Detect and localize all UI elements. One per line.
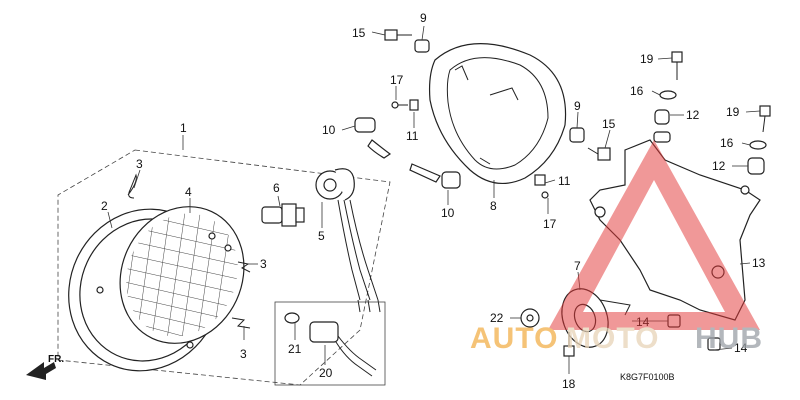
grommet-12-right xyxy=(747,157,765,175)
callout-12a: 12 xyxy=(686,108,700,122)
front-direction-arrow: FR. xyxy=(26,354,64,380)
callout-3c: 3 xyxy=(240,347,247,361)
nut-11-top xyxy=(409,99,419,111)
callout-15b: 15 xyxy=(602,117,616,131)
callout-16b: 16 xyxy=(720,136,734,150)
callout-labels: 1 2 3 3 3 4 5 6 7 8 9 9 10 10 11 11 12 1… xyxy=(101,11,766,391)
watermark-logo: AUTO MOTO HUB xyxy=(470,140,763,355)
callout-11a: 11 xyxy=(406,129,419,143)
callout-3b: 3 xyxy=(260,257,267,271)
rubber-10-top xyxy=(354,117,392,159)
callout-12b: 12 xyxy=(712,159,726,173)
bolt-15-top xyxy=(384,29,412,41)
bolt-19-right xyxy=(759,105,771,133)
rubber-10-bottom xyxy=(409,163,461,189)
watermark-triangle xyxy=(548,140,760,330)
callout-1: 1 xyxy=(180,121,187,135)
callout-18: 18 xyxy=(562,377,576,391)
collar-9-top xyxy=(414,39,430,53)
callout-22: 22 xyxy=(490,311,504,325)
headlight-socket xyxy=(315,168,381,313)
callout-13: 13 xyxy=(752,256,766,270)
callout-8: 8 xyxy=(490,199,497,213)
headlight-bulb xyxy=(261,203,305,227)
fr-label: FR. xyxy=(48,354,64,365)
callout-19a: 19 xyxy=(640,52,654,66)
callout-20: 20 xyxy=(319,366,333,380)
callout-21: 21 xyxy=(288,342,302,356)
watermark-moto: MOTO xyxy=(566,322,659,355)
position-lamp-socket xyxy=(309,321,377,377)
callout-17b: 17 xyxy=(543,217,557,231)
position-lamp-bulb xyxy=(284,312,300,324)
clip-3-right xyxy=(237,261,251,273)
clip-3-top xyxy=(127,173,137,199)
callout-17a: 17 xyxy=(390,73,404,87)
callout-9b: 9 xyxy=(574,99,581,113)
callout-16a: 16 xyxy=(630,84,644,98)
callout-10b: 10 xyxy=(441,206,455,220)
clip-3-bottom xyxy=(231,317,251,329)
callout-19b: 19 xyxy=(726,105,740,119)
headlight-case xyxy=(428,43,567,185)
callout-2: 2 xyxy=(101,199,108,213)
collar-9-right xyxy=(569,127,585,143)
callout-11b: 11 xyxy=(558,174,571,188)
watermark-hub: HUB xyxy=(695,322,763,355)
screw-17-top xyxy=(391,101,408,109)
washer-16-right xyxy=(749,140,767,150)
callout-3a: 3 xyxy=(136,157,143,171)
bolt-19-top xyxy=(671,51,683,80)
nut-11-bottom xyxy=(534,174,546,186)
callout-14b: 14 xyxy=(734,341,748,355)
callout-10a: 10 xyxy=(322,123,336,137)
callout-6: 6 xyxy=(273,181,280,195)
callout-15a: 15 xyxy=(352,26,366,40)
callout-5: 5 xyxy=(318,229,325,243)
washer-16-top xyxy=(659,90,677,100)
callout-9a: 9 xyxy=(420,11,427,25)
diagram-code: K8G7F0100B xyxy=(620,372,675,382)
headlight-lens-unit xyxy=(114,204,253,355)
bolt-15-right xyxy=(587,147,611,161)
grommet-12-top xyxy=(653,109,671,143)
position-lamp-box xyxy=(274,301,386,386)
watermark-auto: AUTO xyxy=(470,322,558,355)
callout-4: 4 xyxy=(185,185,192,199)
screw-17-bottom xyxy=(541,191,549,199)
callout-7: 7 xyxy=(574,259,581,273)
